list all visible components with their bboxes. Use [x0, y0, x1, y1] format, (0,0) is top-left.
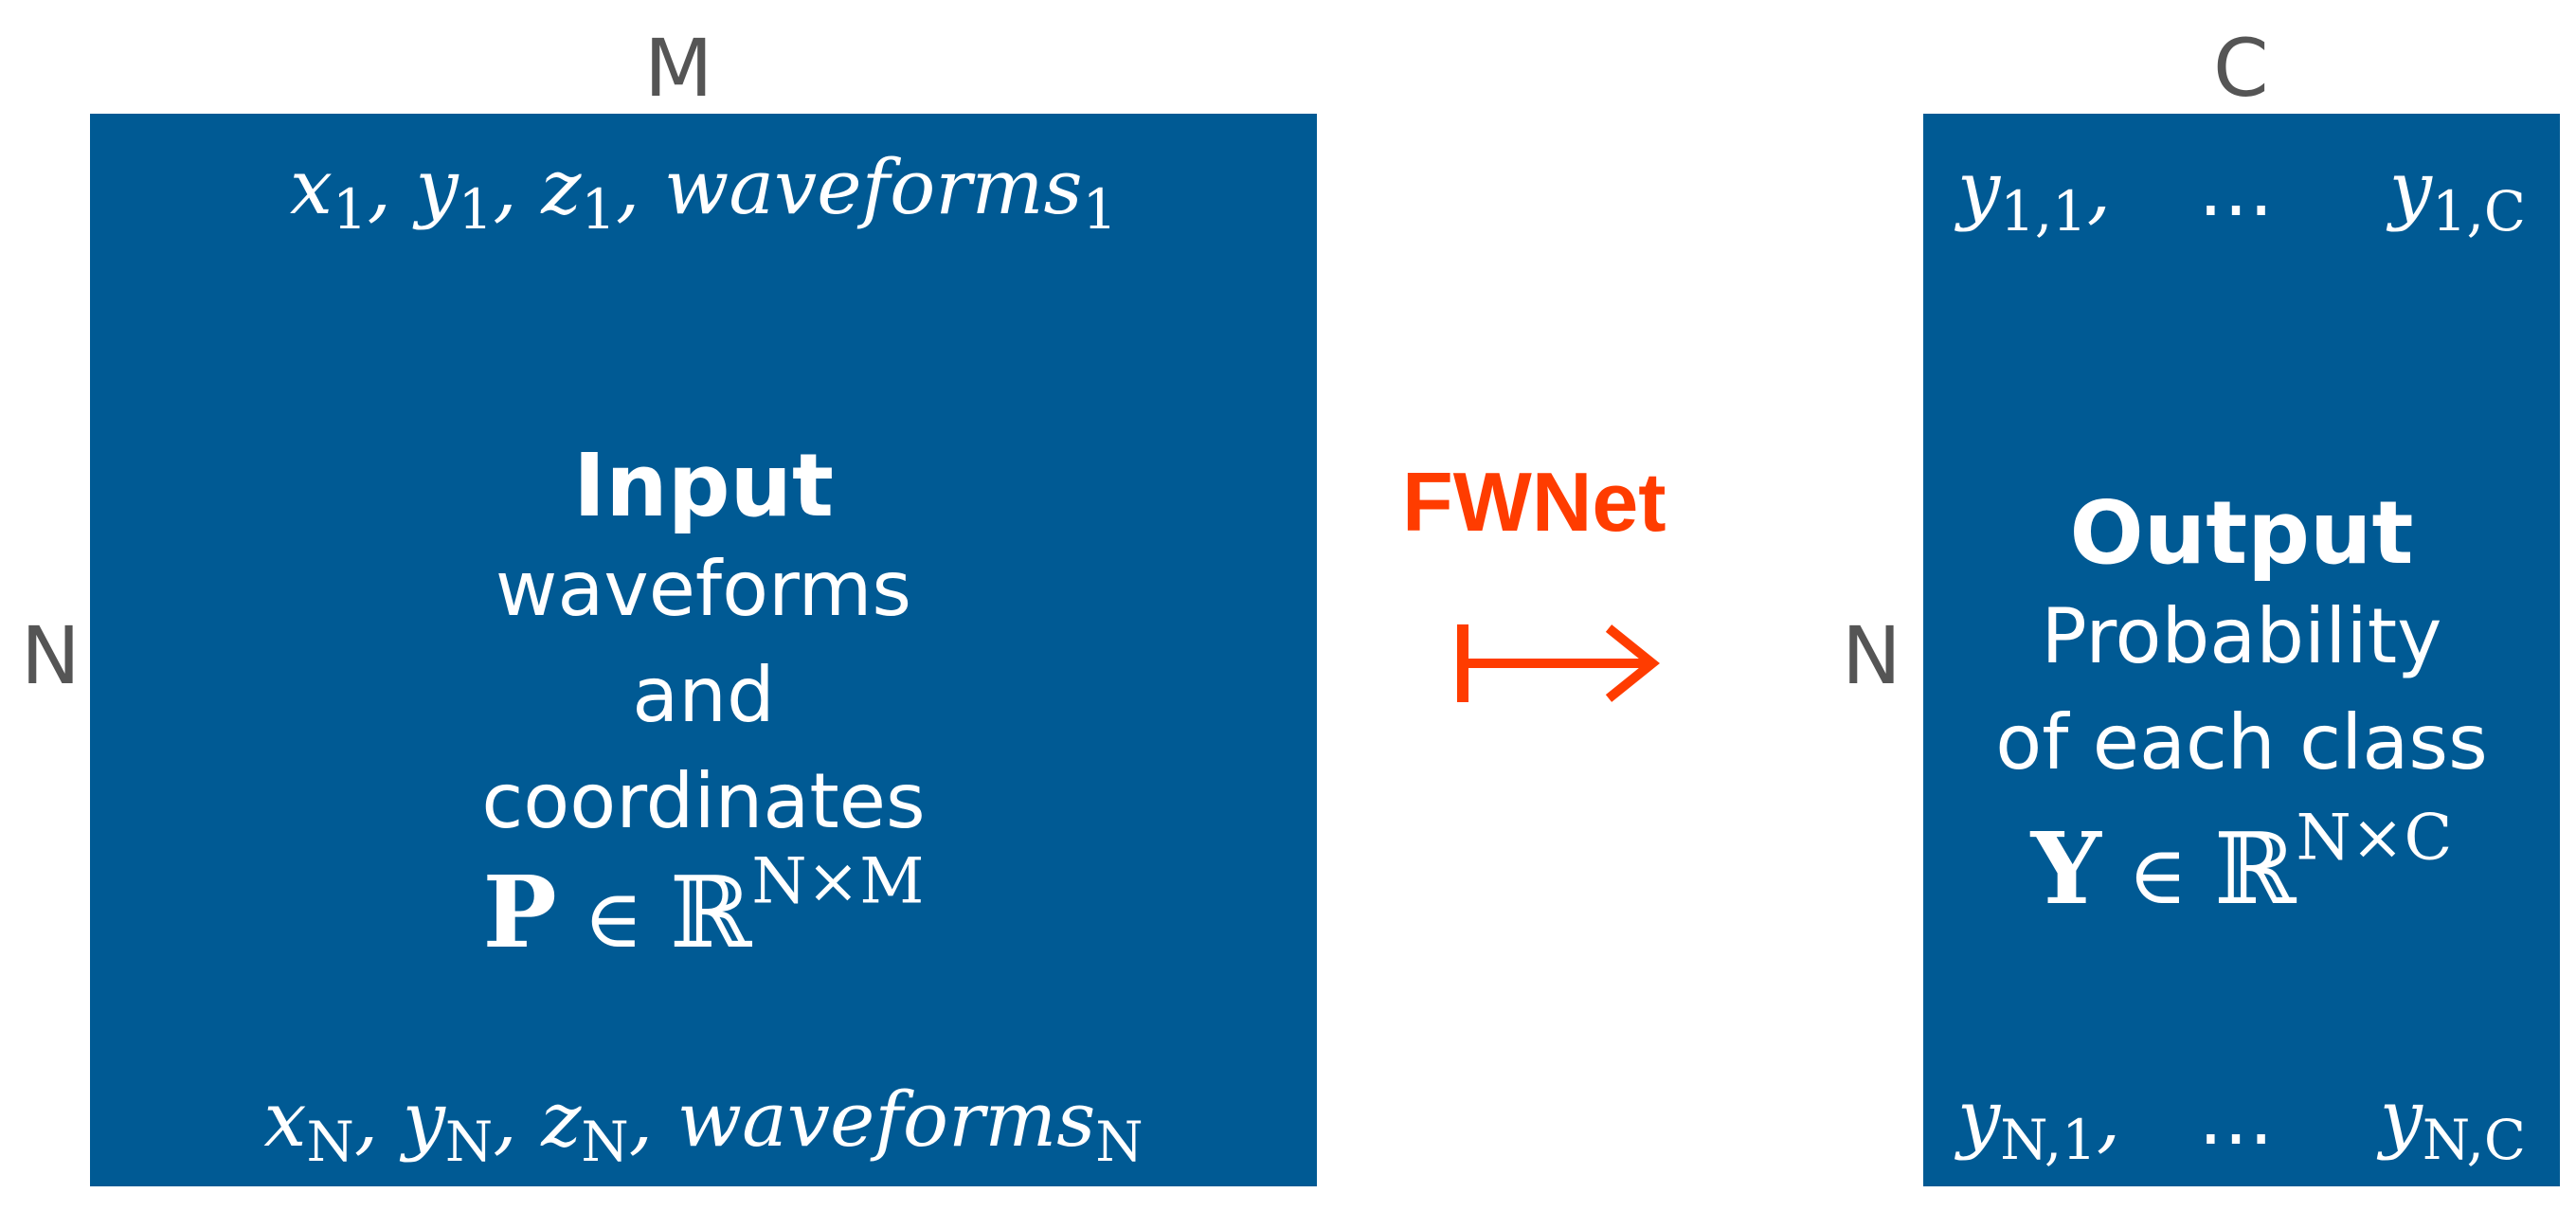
output-desc-line-1: Probability	[2041, 591, 2442, 680]
input-desc-line-1: waveforms	[495, 544, 912, 633]
output-description: Output Probability of each class Y∈ℝN×C	[1923, 483, 2560, 923]
input-description: Input waveforms and coordinates P∈ℝN×M	[90, 436, 1317, 967]
output-desc-line-2: of each class	[1995, 697, 2488, 786]
output-matrix-box: y1,1, … y1,C Output Probability of each …	[1923, 114, 2560, 1186]
input-matrix-box: x1, y1, z1, waveforms1 Input waveforms a…	[90, 114, 1317, 1186]
output-column-dim-label: C	[2213, 22, 2269, 115]
input-desc-line-2: and	[632, 650, 775, 739]
input-last-row: xN, yN, zN, waveformsN	[263, 1075, 1144, 1175]
input-row-dim-label: N	[21, 609, 81, 702]
input-formula: P∈ℝN×M	[482, 843, 925, 970]
output-formula: Y∈ℝN×C	[2030, 800, 2453, 927]
output-title: Output	[2069, 482, 2414, 584]
input-title: Input	[572, 435, 835, 536]
output-row-dim-label: N	[1842, 609, 1901, 702]
input-column-dim-label: M	[644, 22, 713, 115]
fwnet-label: FWNet	[1402, 455, 1666, 549]
input-first-row: x1, y1, z1, waveforms1	[289, 143, 1118, 243]
input-desc-line-3: coordinates	[481, 756, 926, 845]
maps-to-arrow-icon	[1457, 624, 1660, 702]
